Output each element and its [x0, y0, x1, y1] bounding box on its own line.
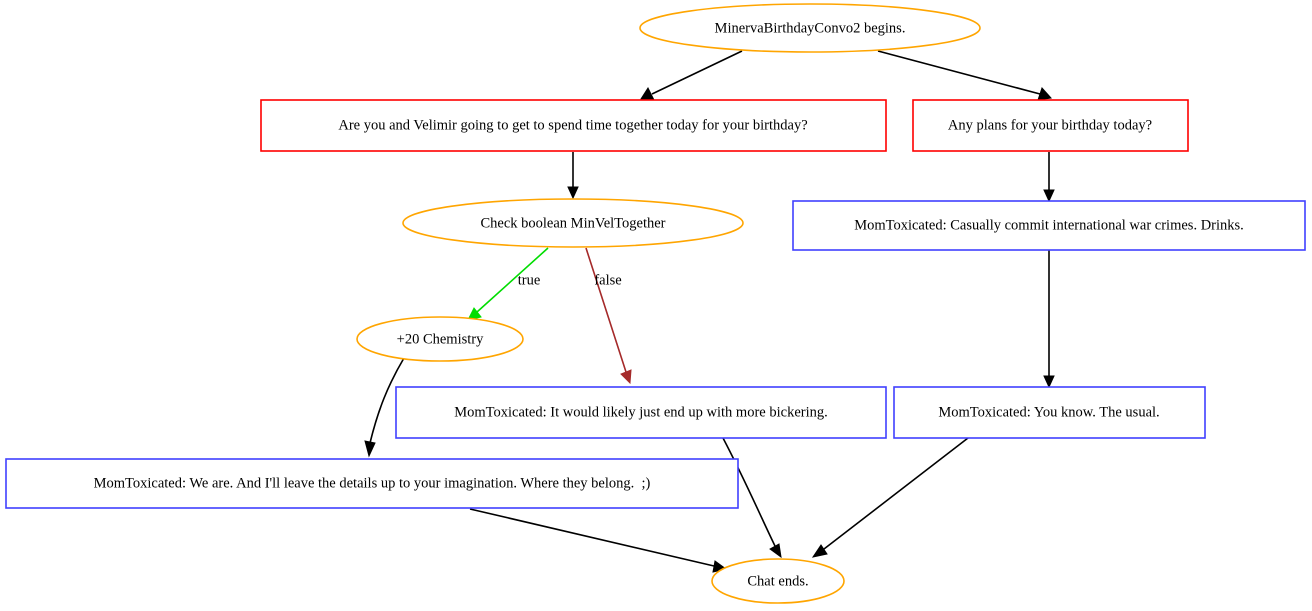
node-npc-line-warcrimes-label: MomToxicated: Casually commit internatio… [854, 217, 1244, 233]
node-chat-ends[interactable]: Chat ends. [711, 558, 845, 604]
edge-chemistry-to-npcweare [364, 357, 405, 458]
edge-player2-to-npcdrinks [1043, 152, 1055, 203]
edge-check-to-npcbicker-false: false [585, 247, 632, 385]
edge-label-true: true [518, 272, 541, 288]
node-npc-line-warcrimes[interactable]: MomToxicated: Casually commit internatio… [792, 200, 1306, 251]
node-npc-line-weare[interactable]: MomToxicated: We are. And I'll leave the… [5, 458, 739, 509]
edge-start-to-player1 [640, 50, 743, 101]
node-npc-line-bickering[interactable]: MomToxicated: It would likely just end u… [395, 386, 887, 439]
node-chat-ends-label: Chat ends. [747, 573, 808, 589]
edge-npcdrinks-to-npcusual [1043, 250, 1055, 389]
node-player-line-velimir[interactable]: Are you and Velimir going to get to spen… [260, 99, 887, 152]
node-npc-line-usual[interactable]: MomToxicated: You know. The usual. [893, 386, 1206, 439]
edge-start-to-player2 [877, 50, 1052, 101]
node-chemistry-reward[interactable]: +20 Chemistry [356, 316, 524, 362]
edge-npcbicker-to-end [722, 437, 782, 559]
node-chemistry-reward-label: +20 Chemistry [397, 331, 484, 347]
edge-npcweare-to-end [469, 508, 728, 573]
node-check-boolean-label: Check boolean MinVelTogether [480, 215, 665, 231]
edge-check-to-chemistry-true: true [467, 247, 549, 321]
node-npc-line-usual-label: MomToxicated: You know. The usual. [938, 404, 1159, 420]
node-npc-line-bickering-label: MomToxicated: It would likely just end u… [454, 404, 828, 420]
node-player-line-anyplans[interactable]: Any plans for your birthday today? [912, 99, 1189, 152]
node-check-boolean[interactable]: Check boolean MinVelTogether [402, 198, 744, 248]
node-start[interactable]: MinervaBirthdayConvo2 begins. [639, 3, 981, 53]
node-player-line-anyplans-label: Any plans for your birthday today? [948, 117, 1152, 133]
node-player-line-velimir-label: Are you and Velimir going to get to spen… [338, 117, 807, 133]
edge-npcusual-to-end [811, 437, 969, 558]
node-start-label: MinervaBirthdayConvo2 begins. [715, 20, 906, 36]
node-npc-line-weare-label: MomToxicated: We are. And I'll leave the… [94, 475, 651, 491]
edge-player1-to-check [567, 152, 579, 200]
edge-label-false: false [594, 272, 621, 288]
